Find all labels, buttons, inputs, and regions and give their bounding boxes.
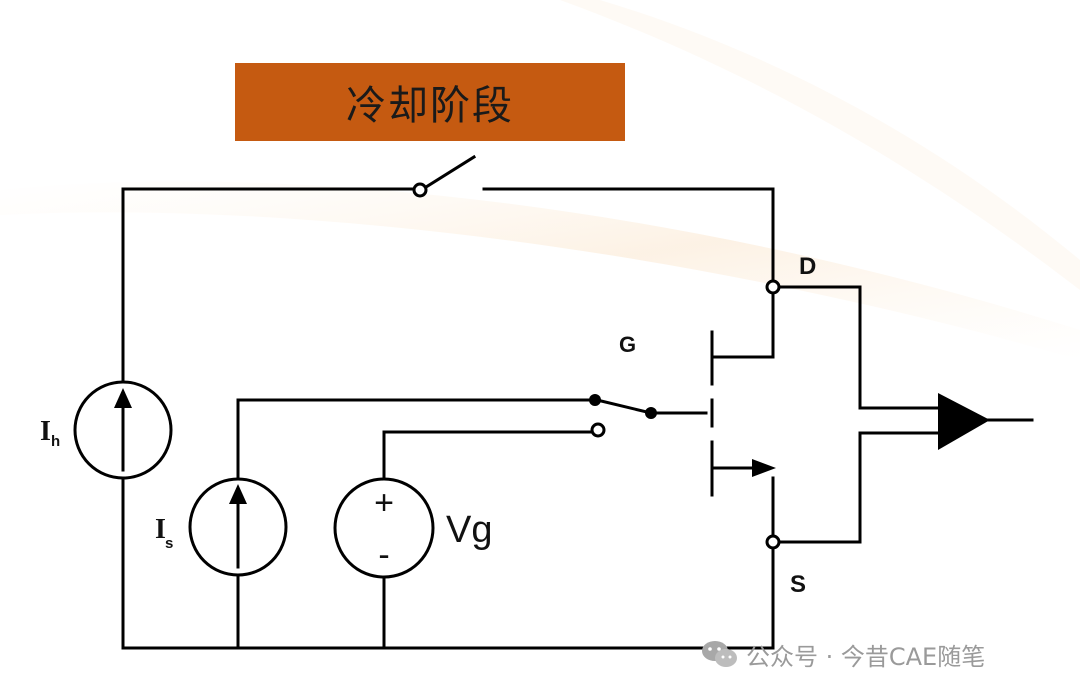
vg-voltage-source	[333, 477, 435, 579]
gate-switch-blade	[595, 398, 653, 415]
cooling-switch-pivot	[412, 182, 428, 198]
vg-switch-contact	[590, 422, 606, 438]
top-wire-right	[482, 187, 775, 282]
source-arrow-icon	[752, 459, 776, 477]
gate-switch-contact	[645, 407, 657, 419]
is-label-main: I	[155, 514, 166, 545]
drain-wire	[713, 291, 775, 359]
gate-switch-pivot	[589, 394, 601, 406]
title-text: 冷却阶段	[346, 83, 514, 129]
watermark-text: 公众号 · 今昔CAE随笔	[746, 642, 986, 671]
drain-terminal	[765, 279, 781, 295]
drain-label: D	[799, 253, 816, 280]
watermark: 公众号 · 今昔CAE随笔	[700, 636, 985, 672]
cooling-switch-blade	[423, 154, 477, 190]
source-label: S	[790, 571, 806, 598]
vg-minus-label: -	[378, 536, 389, 574]
wechat-icon	[702, 641, 737, 667]
vg-wire	[382, 430, 594, 482]
vg-plus-label: +	[374, 484, 394, 522]
is-arrow-head	[229, 484, 247, 504]
ih-arrow-head	[114, 388, 132, 408]
is-label-sub: s	[165, 535, 173, 552]
gate-label: G	[619, 332, 636, 357]
source-terminal	[765, 534, 781, 550]
is-gate-wire	[236, 398, 597, 482]
ih-label-sub: h	[51, 433, 60, 450]
output-buffer-triangle	[938, 393, 990, 450]
source-output-wire	[777, 431, 946, 544]
title-banner: 冷却阶段	[235, 63, 625, 141]
ih-label-main: I	[40, 416, 51, 447]
drain-output-wire	[777, 285, 946, 410]
top-wire-left	[121, 187, 415, 383]
vg-label: Vg	[446, 509, 492, 551]
bottom-wire	[121, 478, 775, 650]
